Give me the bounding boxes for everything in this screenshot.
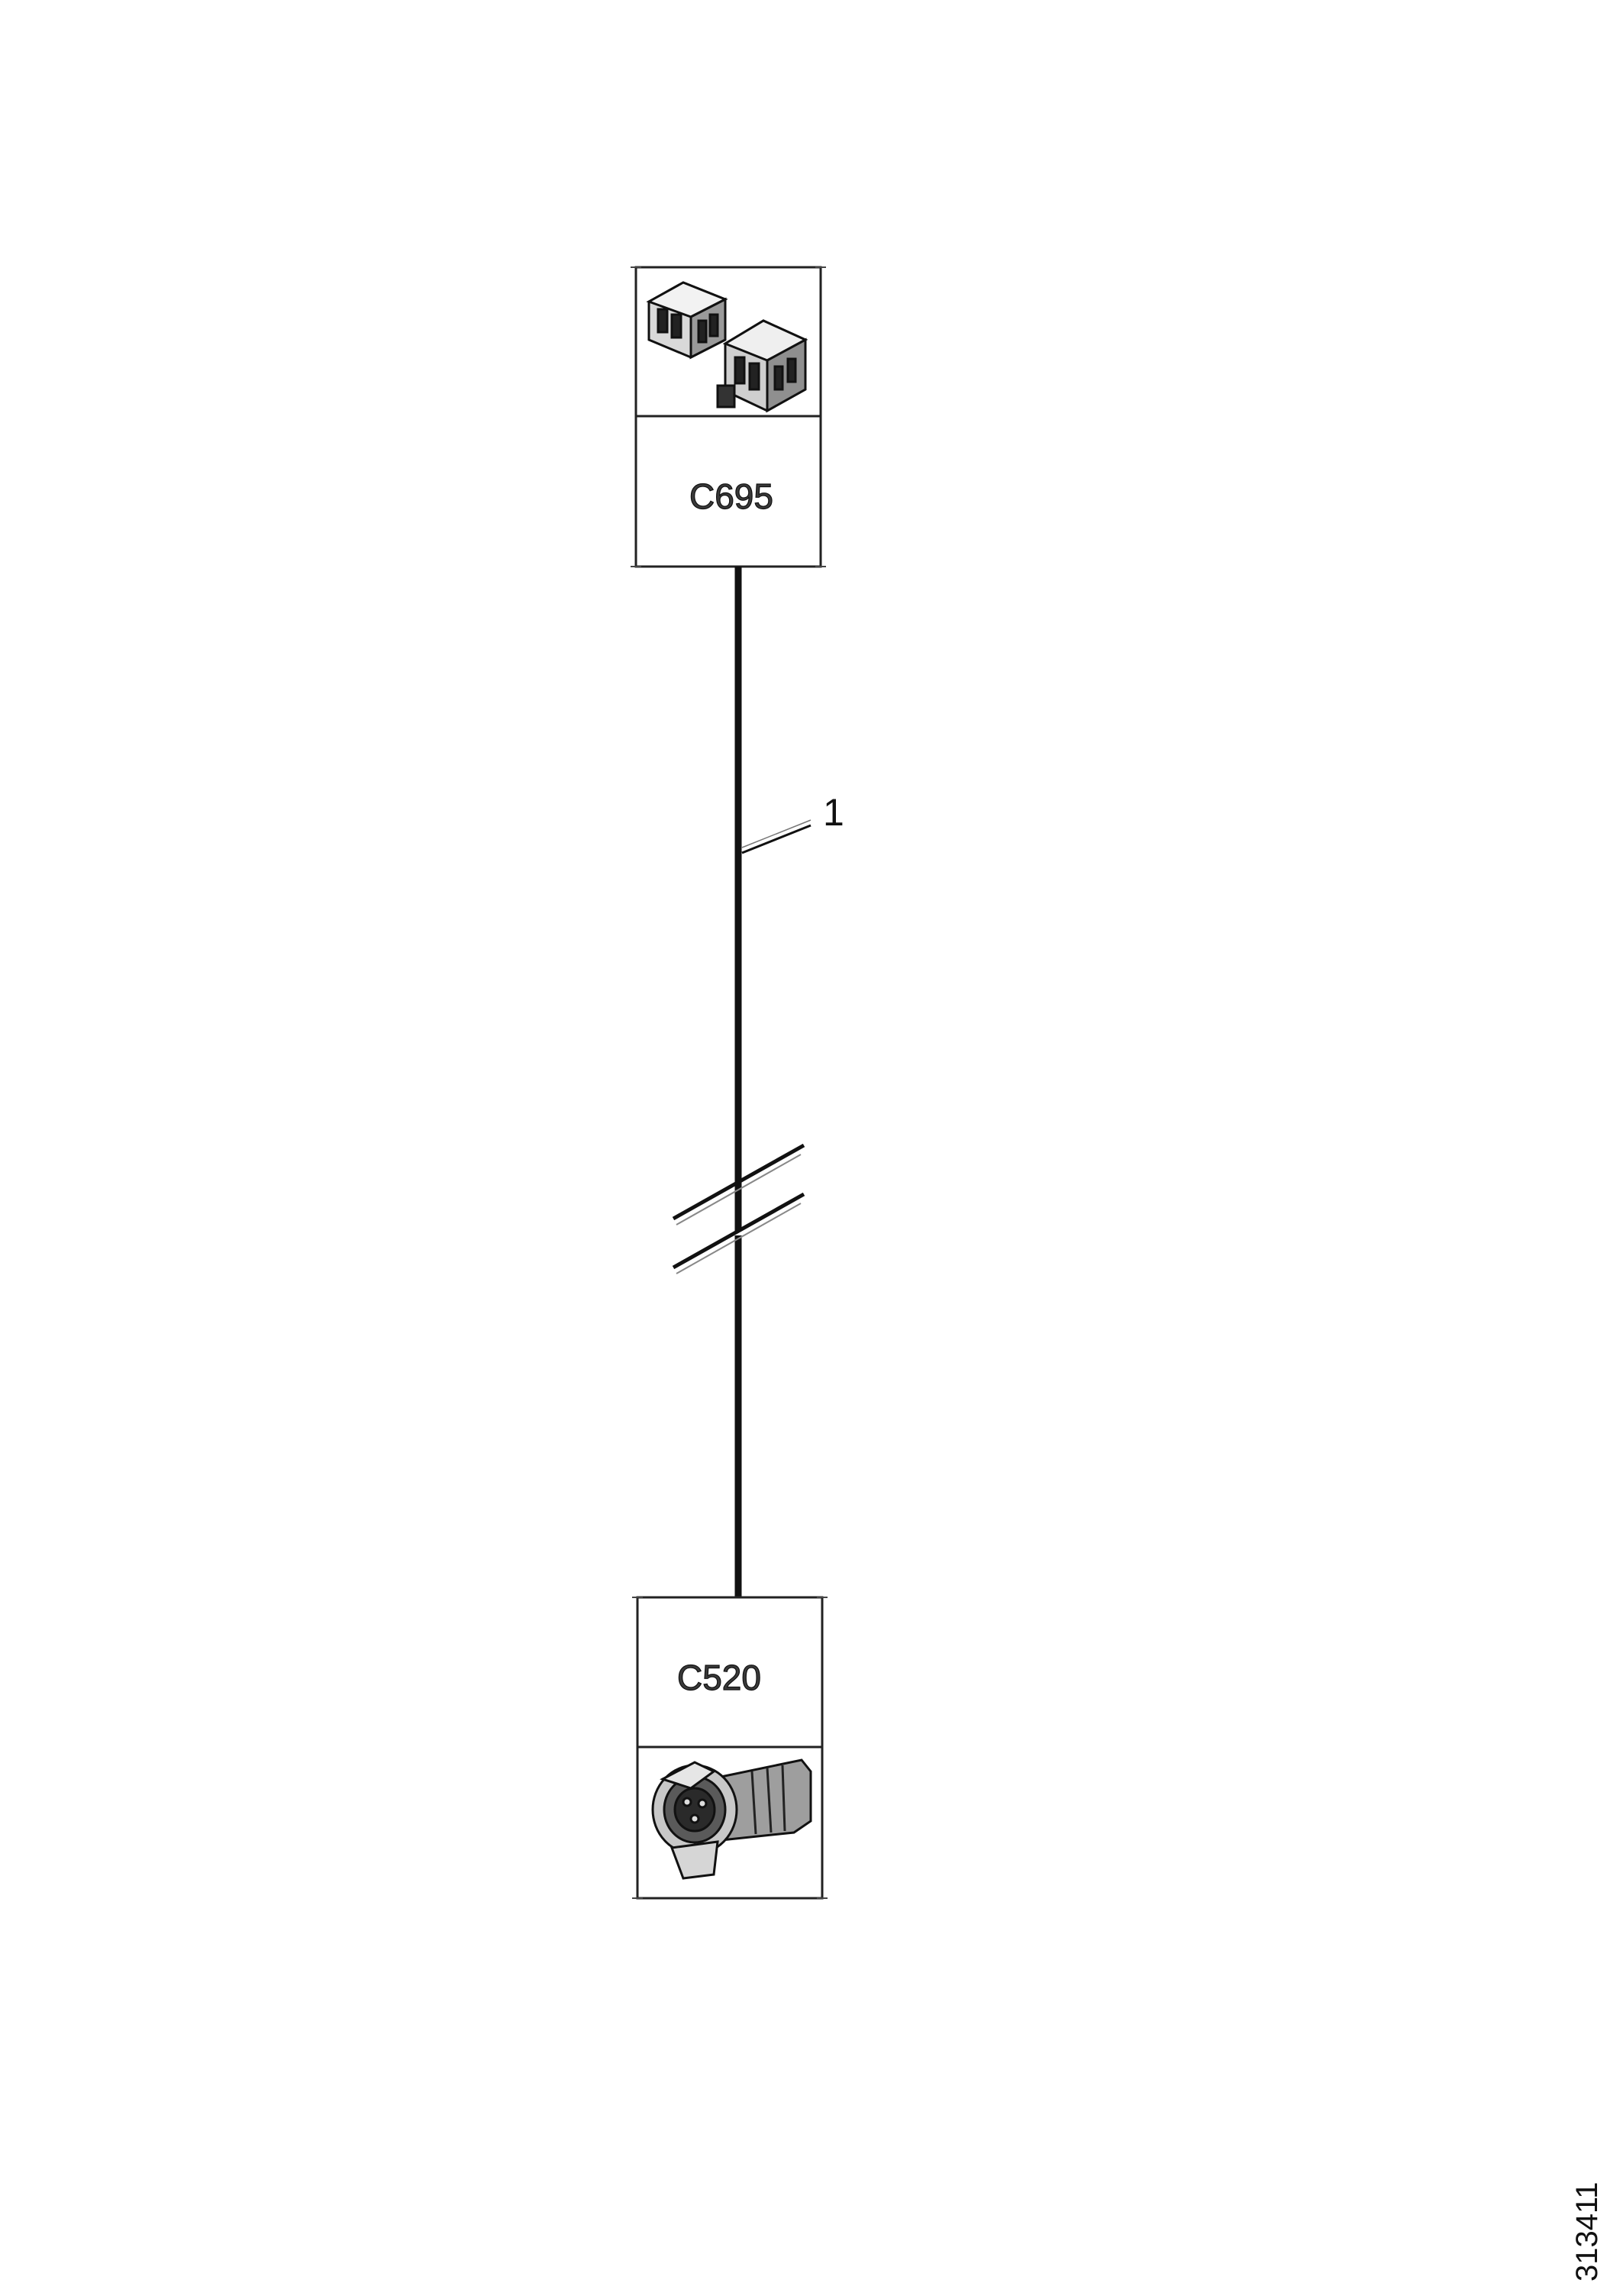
connector-c520: C520 xyxy=(632,1596,828,1900)
multi-pin-connector-pair-icon xyxy=(646,281,808,413)
wire-callout: 1 xyxy=(741,791,844,854)
connector-label-c520: C520 xyxy=(677,1658,761,1697)
round-trailer-socket-icon xyxy=(651,1758,812,1880)
figure-id: 313411 xyxy=(1570,2181,1604,2281)
wire-break-mark xyxy=(672,1143,805,1274)
wire-callout-number: 1 xyxy=(823,791,844,834)
connector-c695: C695 xyxy=(631,266,826,568)
connector-label-c695: C695 xyxy=(689,476,773,516)
